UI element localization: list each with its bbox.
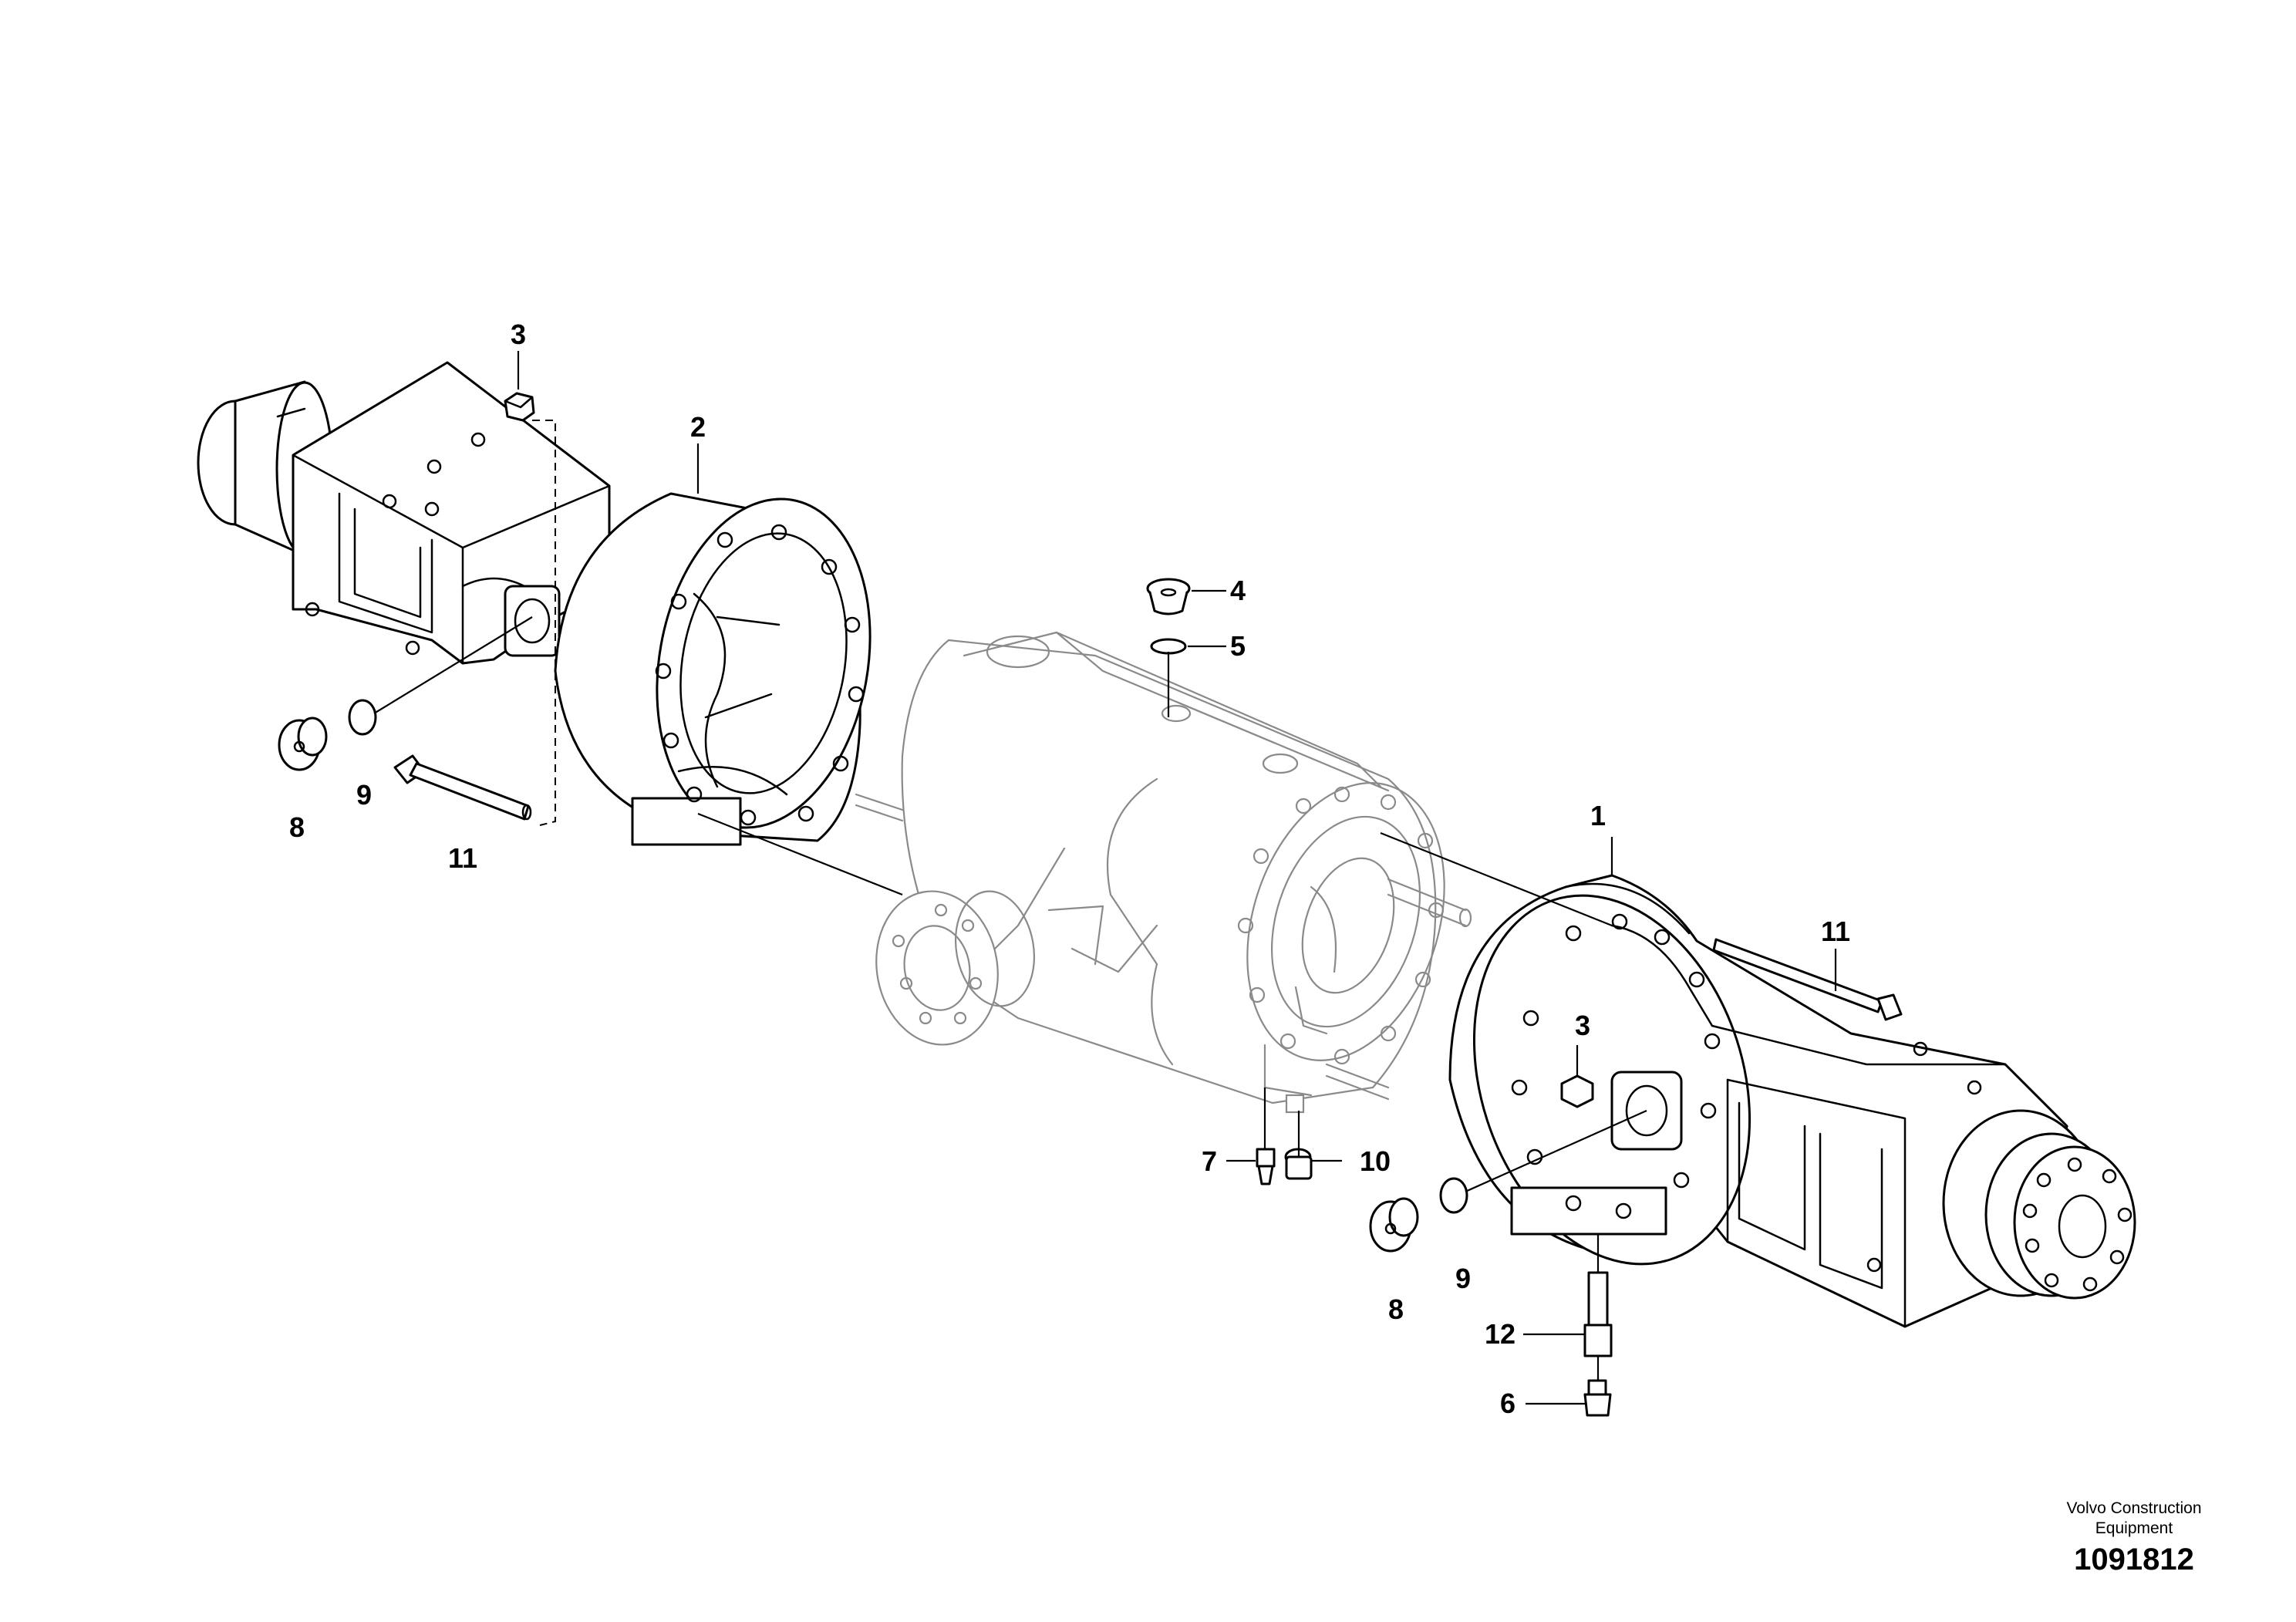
fitting-6: [1583, 1379, 1612, 1417]
callout-labels: 3 2 4 5 8 9 11 1 11 3 7 10 8 9 12 6: [289, 319, 1850, 1419]
callout-7: 7: [1202, 1145, 1217, 1177]
callout-11-left: 11: [448, 842, 477, 874]
ring-2-bolt-holes: [655, 524, 865, 826]
differential-housing: [855, 631, 1472, 1114]
o-ring-9-left: [348, 699, 377, 736]
footer: Volvo Construction Equipment 1091812: [2066, 1499, 2201, 1576]
nut-3-left: [504, 392, 535, 422]
callout-pointers: [517, 351, 1837, 1405]
fitting-7: [1256, 1148, 1276, 1185]
hub-bolt-holes: [2022, 1157, 2132, 1292]
nut-3-right: [1560, 1074, 1594, 1108]
callout-8-left: 8: [289, 811, 305, 843]
left-axle-housing: [197, 361, 611, 665]
stud-12: [1583, 1271, 1613, 1357]
right-axle-housing: [1448, 874, 2136, 1328]
housing-ring-2: [554, 492, 872, 846]
plug-8-left: [278, 717, 328, 771]
ring-1-bolt-holes: [1511, 913, 1721, 1219]
o-ring-5: [1150, 638, 1187, 655]
callout-3-left: 3: [511, 319, 526, 350]
callout-5: 5: [1230, 630, 1246, 662]
callout-9-left: 9: [356, 779, 372, 811]
callout-11-right: 11: [1821, 916, 1850, 947]
housing-bolt-holes: [1237, 786, 1445, 1065]
callout-2: 2: [690, 411, 706, 443]
callout-6: 6: [1500, 1388, 1515, 1419]
callout-4: 4: [1230, 575, 1246, 606]
callout-10: 10: [1360, 1145, 1391, 1177]
brand-line-1: Volvo Construction: [2066, 1499, 2201, 1517]
brand-line-2: Equipment: [2095, 1519, 2173, 1537]
o-ring-9-right: [1439, 1177, 1468, 1214]
figure-number: 1091812: [2074, 1543, 2194, 1576]
bolt-11-right: [1712, 938, 1903, 1021]
callout-12: 12: [1485, 1318, 1515, 1350]
callout-8-right: 8: [1388, 1293, 1404, 1325]
plug-4: [1146, 578, 1191, 615]
callout-1: 1: [1590, 800, 1606, 831]
input-flange: [875, 890, 1036, 1046]
callout-3-right: 3: [1575, 1010, 1590, 1041]
plug-8-right: [1369, 1197, 1419, 1253]
assembly-lines: [373, 420, 1647, 1381]
bolt-11-left: [393, 754, 532, 821]
callout-9-right: 9: [1455, 1263, 1471, 1294]
